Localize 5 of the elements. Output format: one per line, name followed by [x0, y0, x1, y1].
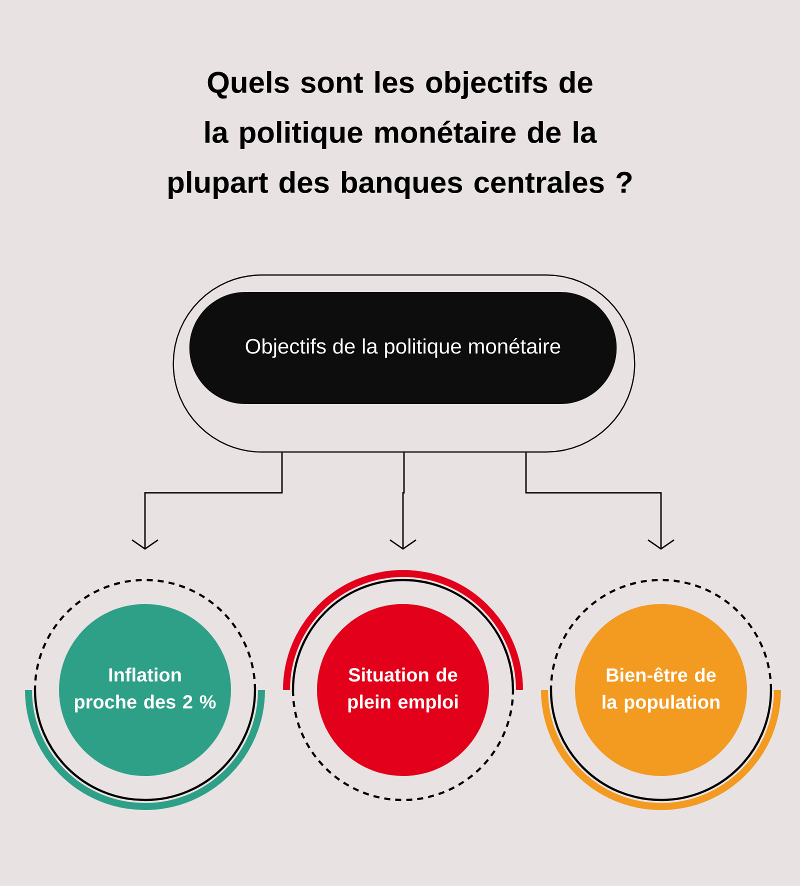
objective-pill: Objectifs de la politique monétaire [172, 274, 636, 453]
title: Quels sont les objectifs de la politique monétaire de la plupart des banques centrales ? [168, 71, 632, 199]
arrow [132, 452, 283, 550]
arrow [525, 452, 674, 550]
arrow [390, 452, 416, 550]
